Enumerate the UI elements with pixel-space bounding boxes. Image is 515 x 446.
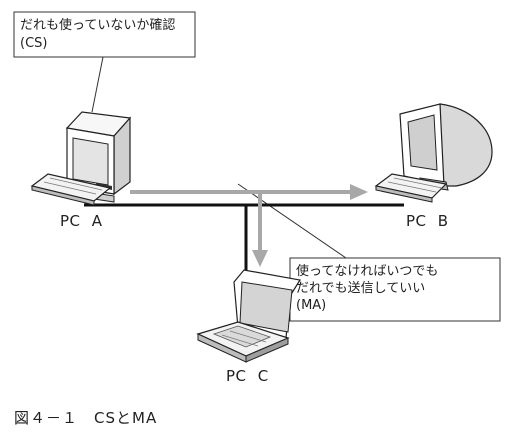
- ma-callout-line1: 使ってなければいつでも: [296, 264, 439, 279]
- ma-leader-line: [237, 183, 347, 259]
- pc-a-label: PC A: [60, 212, 103, 230]
- cs-callout-line2: (CS): [20, 36, 48, 51]
- carrier-sense-arrow: [130, 184, 368, 200]
- figure-caption: 図４－１ CSとMA: [14, 409, 158, 427]
- cs-callout-box: [13, 11, 196, 58]
- pc-b-computer-icon: [374, 103, 493, 203]
- cs-leader-line: [91, 56, 104, 113]
- pc-c-laptop-icon: [196, 269, 301, 363]
- ma-callout-line2: だれでも送信していい: [296, 281, 426, 296]
- ma-callout-box: [289, 257, 501, 322]
- pc-a-computer-icon: [30, 111, 132, 206]
- cs-callout-line1: だれも使っていないか確認: [20, 18, 176, 33]
- ma-callout-line3: (MA): [296, 298, 327, 313]
- send-arrow: [252, 192, 268, 267]
- pc-b-label: PC B: [406, 212, 449, 230]
- pc-c-label: PC C: [226, 367, 269, 385]
